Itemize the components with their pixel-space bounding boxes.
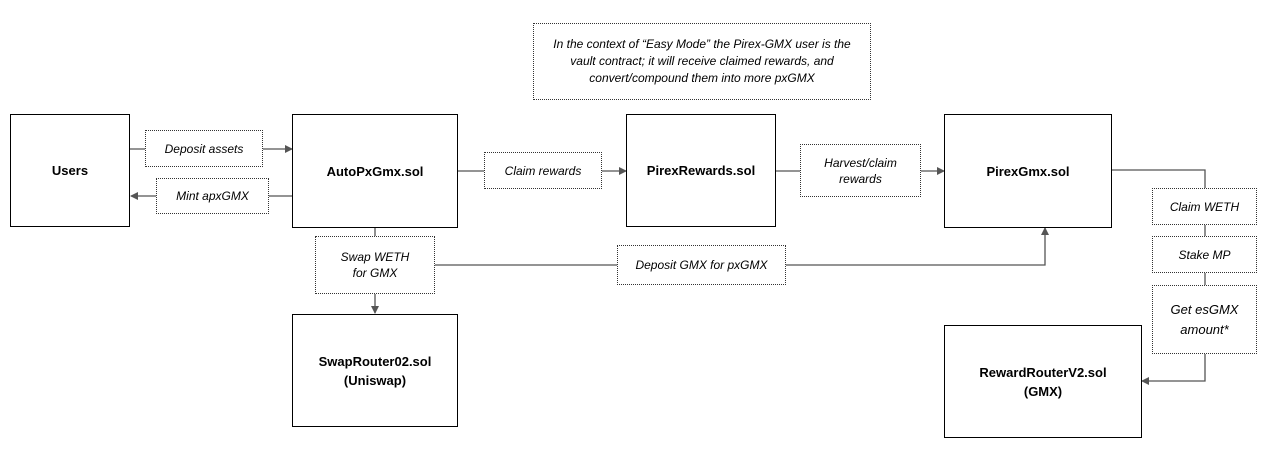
- label-claim-weth: Claim WETH: [1152, 188, 1257, 225]
- autopxgmx-box: AutoPxGmx.sol: [292, 114, 458, 228]
- label-mint-apxgmx: Mint apxGMX: [156, 178, 269, 214]
- rewardrouter-box: RewardRouterV2.sol (GMX): [944, 325, 1142, 438]
- context-note: In the context of “Easy Mode” the Pirex-…: [533, 23, 871, 100]
- pirexgmx-box: PirexGmx.sol: [944, 114, 1112, 228]
- swaprouter-label: SwapRouter02.sol (Uniswap): [318, 353, 432, 388]
- label-deposit-assets: Deposit assets: [145, 130, 263, 167]
- pirexrewards-box: PirexRewards.sol: [626, 114, 776, 227]
- label-get-esgmx: Get esGMX amount*: [1152, 285, 1257, 354]
- users-box: Users: [10, 114, 130, 227]
- arrow-deposit-gmx: [375, 227, 1049, 266]
- users-label: Users: [51, 163, 89, 178]
- label-claim-rewards: Claim rewards: [484, 152, 602, 189]
- rewardrouter-label: RewardRouterV2.sol (GMX): [979, 364, 1107, 399]
- pirexrewards-label: PirexRewards.sol: [646, 163, 756, 178]
- label-swap-weth: Swap WETH for GMX: [315, 236, 435, 294]
- swaprouter-box: SwapRouter02.sol (Uniswap): [292, 314, 458, 427]
- autopxgmx-label: AutoPxGmx.sol: [326, 163, 424, 179]
- label-stake-mp: Stake MP: [1152, 236, 1257, 273]
- arrow-pirexgmx-to-rewardrouter: [1112, 169, 1206, 385]
- pirexgmx-label: PirexGmx.sol: [986, 163, 1070, 179]
- label-harvest-claim: Harvest/claim rewards: [800, 144, 921, 197]
- label-deposit-gmx: Deposit GMX for pxGMX: [617, 245, 786, 285]
